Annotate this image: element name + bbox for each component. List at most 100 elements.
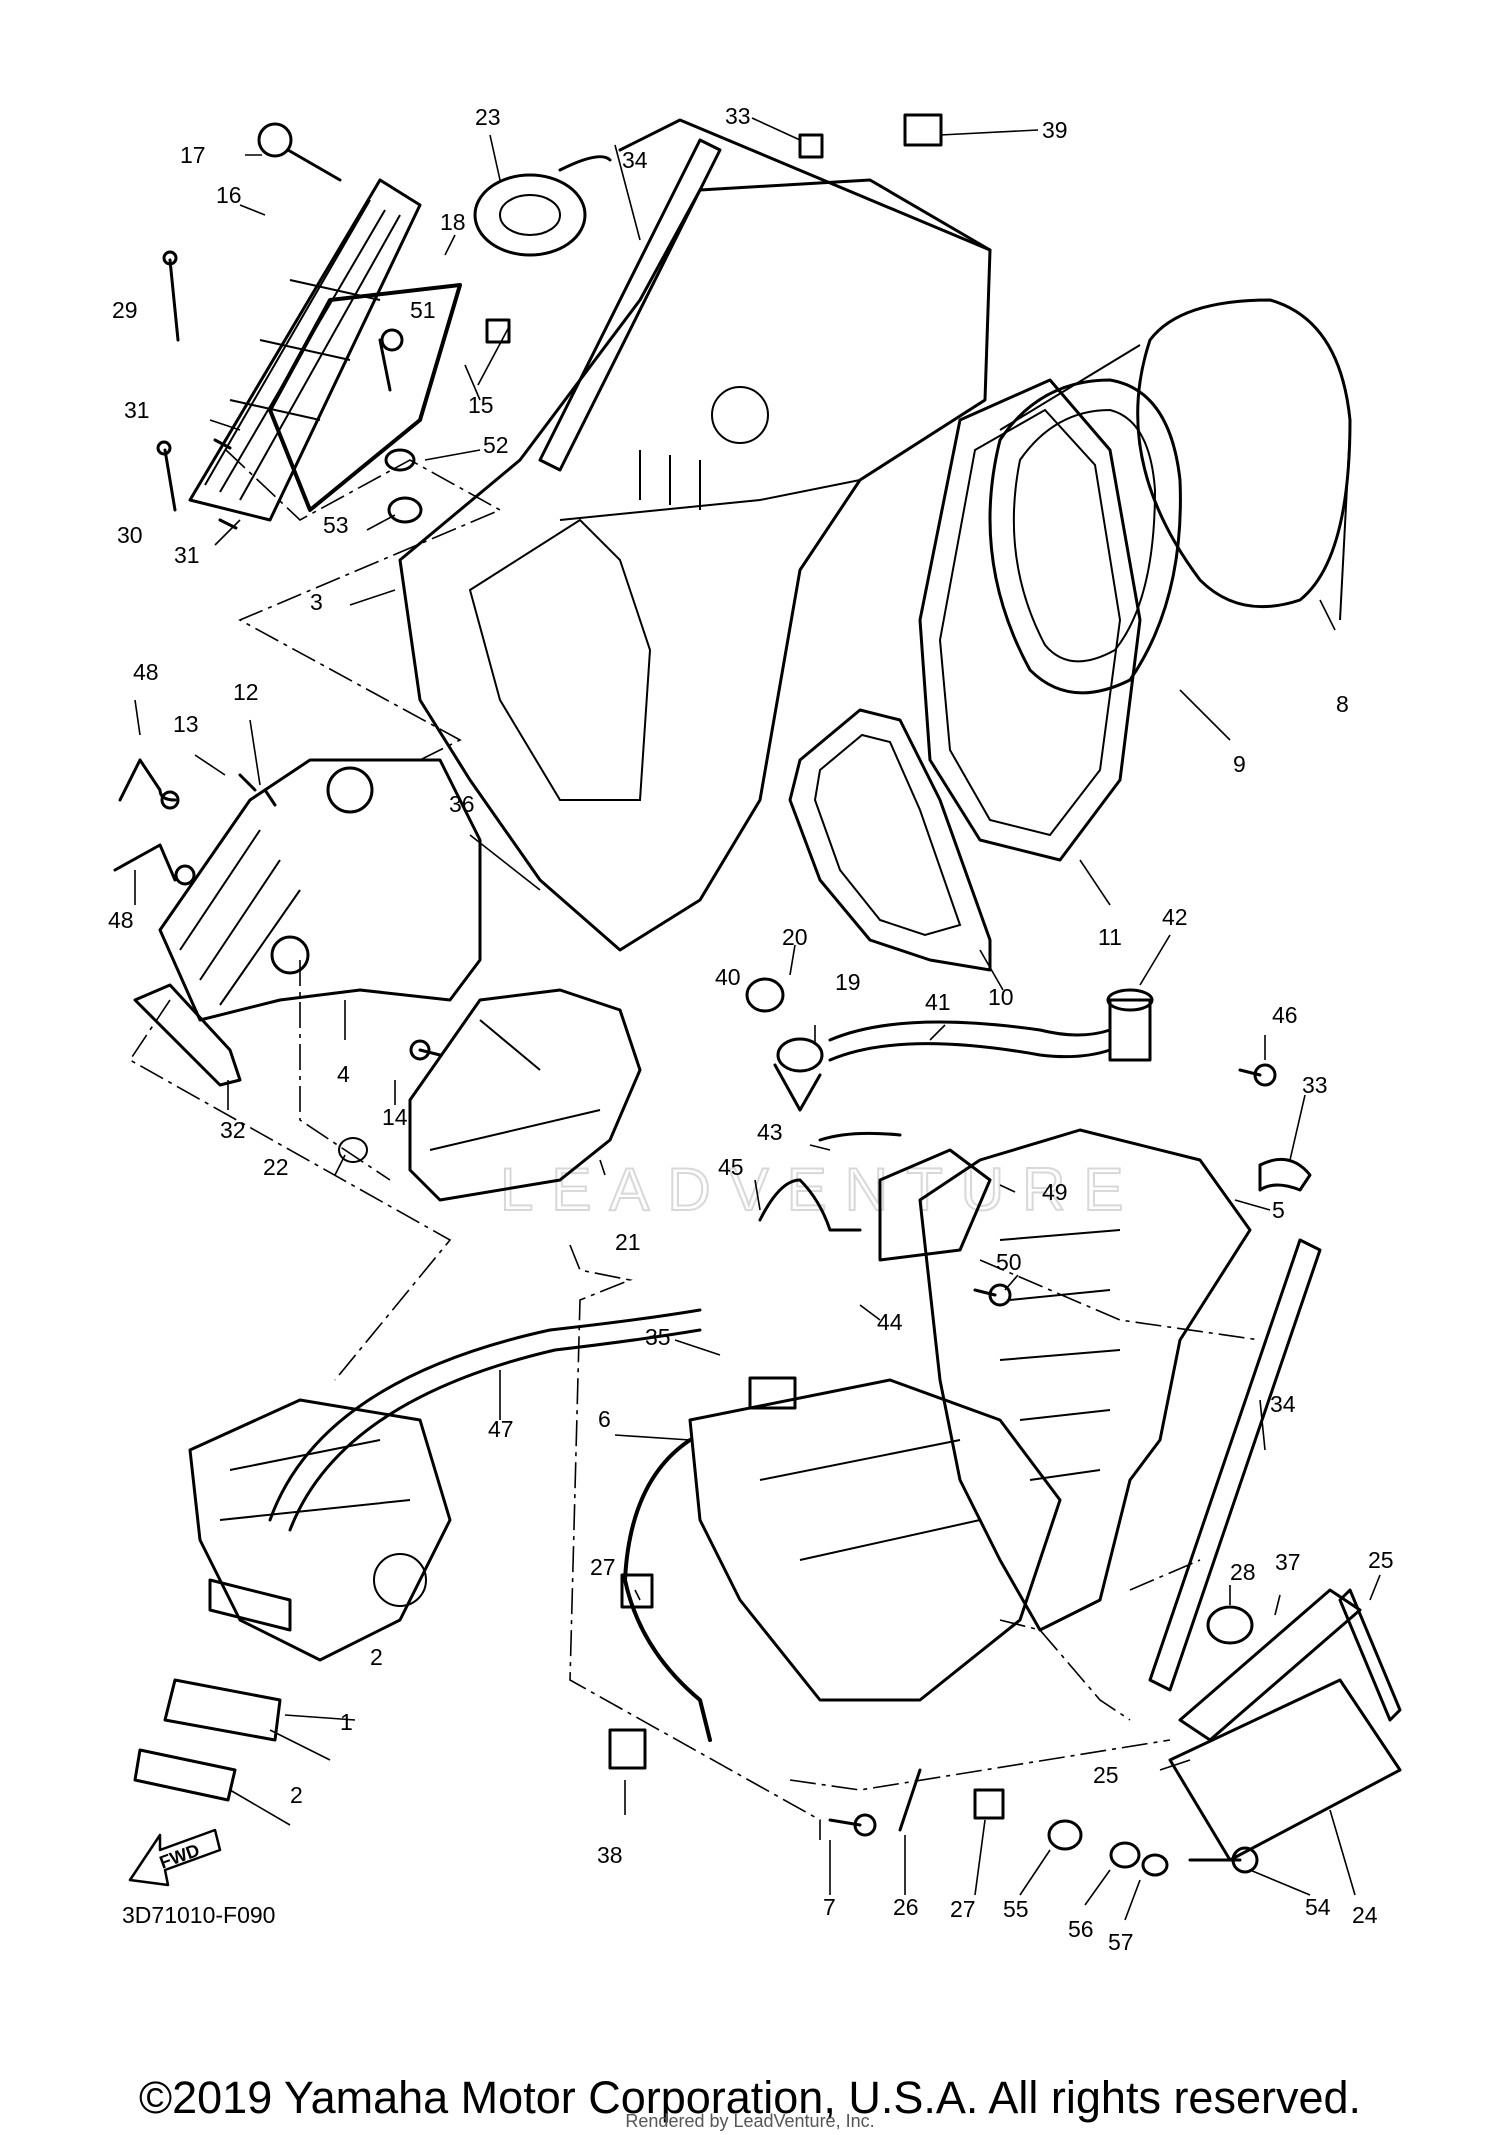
callout-31: 31 xyxy=(124,397,150,423)
callout-39: 39 xyxy=(1042,117,1068,143)
nuts-clips-small xyxy=(485,113,1312,1832)
alignment-lines xyxy=(128,449,1261,1840)
case-lower-6 xyxy=(623,1378,1062,1742)
callout-27: 27 xyxy=(950,1896,976,1922)
callout-38: 38 xyxy=(597,1842,623,1868)
callout-18: 18 xyxy=(440,209,466,235)
small-parts-19-20-22 xyxy=(338,977,824,1163)
hose-41-43-45 xyxy=(758,1020,1112,1232)
callout-16: 16 xyxy=(216,182,242,208)
seal-18 xyxy=(268,283,462,512)
callout-33: 33 xyxy=(725,103,751,129)
bolts-fasteners xyxy=(213,328,1277,1877)
callout-labels: 1 2 2 3 4 5 6 7 8 9 10 11 12 13 14 15 16… xyxy=(108,103,1394,1955)
callout-7: 7 xyxy=(823,1894,836,1920)
callout-41: 41 xyxy=(925,989,951,1015)
callout-29: 29 xyxy=(112,297,138,323)
callout-47: 47 xyxy=(488,1416,514,1442)
callout-6: 6 xyxy=(598,1406,611,1432)
sealing-strip-34b xyxy=(1148,1238,1322,1692)
callout-11: 11 xyxy=(1098,924,1122,950)
callout-2: 2 xyxy=(290,1782,303,1808)
callout-57: 57 xyxy=(1108,1929,1134,1955)
callout-44: 44 xyxy=(877,1309,903,1335)
callout-34: 34 xyxy=(622,147,648,173)
callout-32: 32 xyxy=(220,1117,246,1143)
callout-9: 9 xyxy=(1233,751,1246,777)
callout-31: 31 xyxy=(174,542,200,568)
callout-49: 49 xyxy=(1042,1179,1068,1205)
callout-26: 26 xyxy=(893,1894,919,1920)
callout-14: 14 xyxy=(382,1104,408,1130)
callout-43: 43 xyxy=(757,1119,783,1145)
cover-21 xyxy=(408,988,642,1202)
callout-42: 42 xyxy=(1162,904,1188,930)
callout-33: 33 xyxy=(1302,1072,1328,1098)
callout-8: 8 xyxy=(1336,691,1349,717)
callout-19: 19 xyxy=(835,969,861,995)
hose-48 xyxy=(113,758,196,886)
callout-25: 25 xyxy=(1368,1547,1394,1573)
callout-46: 46 xyxy=(1272,1002,1298,1028)
callout-48: 48 xyxy=(108,907,134,933)
callout-20: 20 xyxy=(782,924,808,950)
fwd-arrow: FWD xyxy=(128,1828,222,1887)
joint-air-cleaner-4 xyxy=(158,758,482,1022)
callout-5: 5 xyxy=(1272,1197,1285,1223)
callout-52: 52 xyxy=(483,432,509,458)
callout-25: 25 xyxy=(1093,1762,1119,1788)
callout-10: 10 xyxy=(988,984,1014,1010)
grommet-28 xyxy=(1206,1605,1254,1645)
callout-40: 40 xyxy=(715,964,741,990)
callout-3: 3 xyxy=(310,589,323,615)
air-valve-23 xyxy=(473,155,612,257)
callout-17: 17 xyxy=(180,142,206,168)
callout-56: 56 xyxy=(1068,1916,1094,1942)
callout-27: 27 xyxy=(590,1554,616,1580)
callout-55: 55 xyxy=(1003,1896,1029,1922)
pins-29-30 xyxy=(156,250,180,512)
callout-2: 2 xyxy=(370,1644,383,1670)
callout-54: 54 xyxy=(1305,1894,1331,1920)
diagram-code: 3D71010-F090 xyxy=(122,1902,275,1928)
callout-21: 21 xyxy=(615,1229,641,1255)
solenoid-42-49 xyxy=(878,988,1154,1262)
element-guide-9 xyxy=(988,378,1182,695)
copyright-notice: ©2019 Yamaha Motor Corporation, U.S.A. A… xyxy=(138,2072,1362,2123)
callout-22: 22 xyxy=(263,1154,289,1180)
throttle-body xyxy=(188,1398,452,1662)
callout-1: 1 xyxy=(340,1709,353,1735)
joint-1-clamps-2 xyxy=(133,1578,292,1802)
callout-48: 48 xyxy=(133,659,159,685)
callout-35: 35 xyxy=(645,1324,671,1350)
callout-24: 24 xyxy=(1352,1902,1378,1928)
fwd-label: FWD xyxy=(157,1840,202,1873)
callout-51: 51 xyxy=(410,297,436,323)
callout-12: 12 xyxy=(233,679,259,705)
frame-11 xyxy=(918,378,1142,862)
callout-13: 13 xyxy=(173,711,199,737)
rendered-by-notice: Rendered by LeadVenture, Inc. xyxy=(625,2111,875,2131)
bolt-17 xyxy=(257,122,342,182)
plate-24-37-25 xyxy=(1168,1588,1402,1862)
clamp-32 xyxy=(133,983,242,1087)
callout-23: 23 xyxy=(475,104,501,130)
hose-47 xyxy=(268,1308,702,1532)
callout-50: 50 xyxy=(996,1249,1022,1275)
sealing-strip-34 xyxy=(538,138,722,472)
callout-4: 4 xyxy=(337,1061,350,1087)
element-8 xyxy=(999,298,1352,621)
gasket-10 xyxy=(788,708,992,972)
leader-lines xyxy=(134,117,1381,1921)
callout-45: 45 xyxy=(718,1154,744,1180)
callout-37: 37 xyxy=(1275,1549,1301,1575)
callout-36: 36 xyxy=(449,791,475,817)
callout-15: 15 xyxy=(468,392,494,418)
callout-34: 34 xyxy=(1270,1391,1296,1417)
watermark-text: LEADVENTURE xyxy=(500,1156,1141,1223)
callout-30: 30 xyxy=(117,522,143,548)
callout-53: 53 xyxy=(323,512,349,538)
air-filter-case-3 xyxy=(398,118,992,952)
callout-28: 28 xyxy=(1230,1559,1256,1585)
